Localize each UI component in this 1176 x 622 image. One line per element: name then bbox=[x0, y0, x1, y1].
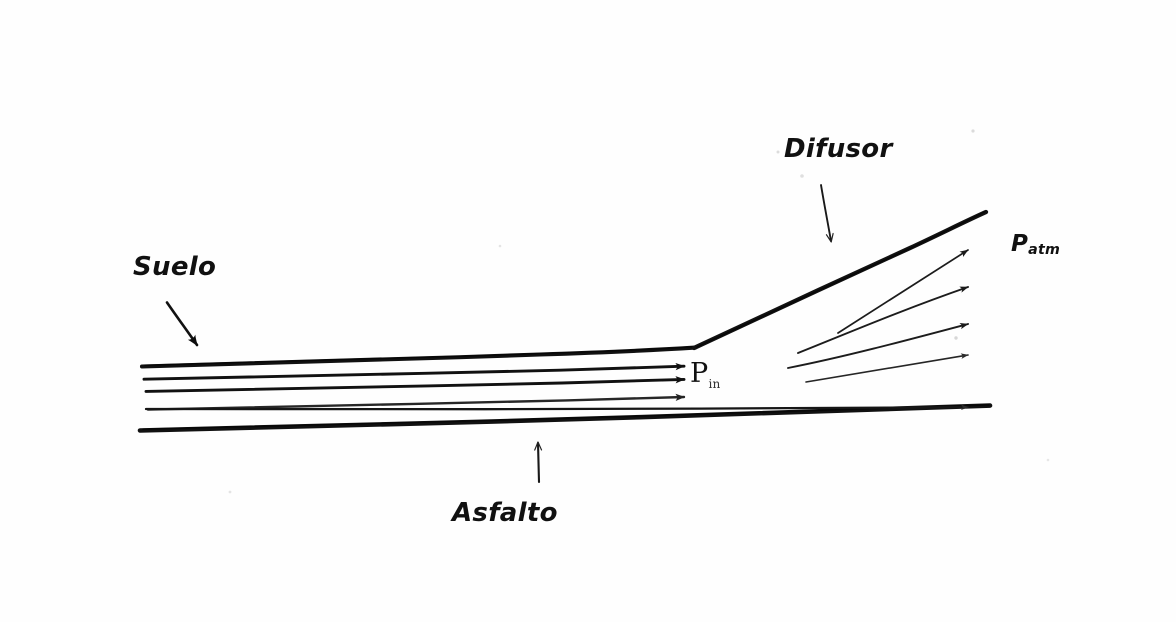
difusor-pointer-arrow bbox=[820, 184, 834, 243]
inlet-flow-arrow-1 bbox=[142, 362, 686, 381]
suelo-pointer-arrow bbox=[165, 301, 199, 347]
diffuser-flow-arrow-2 bbox=[797, 286, 969, 354]
label-asfalto: Asfalto bbox=[452, 498, 558, 528]
p-in-subscript: in bbox=[708, 377, 721, 392]
p-in-symbol: P bbox=[690, 358, 709, 389]
p-atm-symbol: P bbox=[1011, 231, 1029, 257]
inlet-flow-arrows bbox=[142, 362, 686, 411]
inlet-flow-arrow-2 bbox=[144, 376, 686, 393]
label-p-in: Pin bbox=[690, 358, 721, 391]
inlet-flow-arrow-3 bbox=[146, 393, 686, 411]
diffuser-flow-arrow-4 bbox=[805, 353, 969, 383]
label-difusor: Difusor bbox=[784, 134, 893, 164]
diffuser-flow-arrows bbox=[787, 249, 969, 383]
ground-baseline-arrow bbox=[144, 404, 970, 411]
label-p-atm: Patm bbox=[1011, 231, 1060, 258]
upper-wall-suelo bbox=[139, 345, 698, 369]
p-atm-subscript: atm bbox=[1028, 242, 1061, 259]
asfalto-pointer-arrow bbox=[534, 441, 543, 484]
diffuser-flow-arrow-3 bbox=[787, 322, 969, 369]
scan-artifacts bbox=[228, 129, 1050, 494]
diffuser-upper-wall bbox=[691, 209, 989, 351]
label-suelo: Suelo bbox=[133, 252, 217, 282]
diffuser-flow-arrow-1 bbox=[837, 249, 969, 334]
